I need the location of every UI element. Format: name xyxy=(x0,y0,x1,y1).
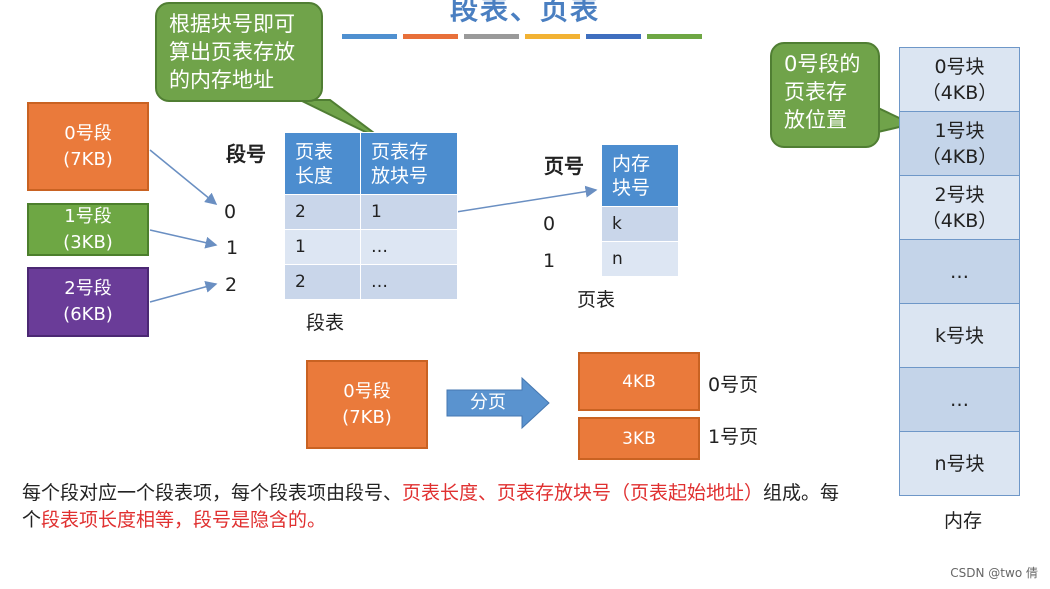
segment-name: 2号段 xyxy=(64,278,112,299)
title-bar xyxy=(403,34,458,39)
seg-table-cell: 1 xyxy=(284,229,361,265)
seg-arrow xyxy=(149,149,218,205)
segment-name: 0号段 xyxy=(343,380,391,402)
page-number-label: 页号 xyxy=(544,154,584,178)
note-part: 组成。每个 xyxy=(22,482,840,531)
paging-arrow xyxy=(446,376,550,430)
page-label: 0号页 xyxy=(708,374,759,396)
segment-size: (6KB) xyxy=(63,304,113,325)
page-0-box: 4KB xyxy=(578,352,700,411)
title-bar xyxy=(586,34,641,39)
seg-table-cell: … xyxy=(360,229,458,265)
note-highlight: 段表项长度相等，段号是隐含的。 xyxy=(41,509,327,531)
memory-caption: 内存 xyxy=(944,510,983,532)
callout-page-table-location: 0号段的 页表存 放位置 xyxy=(770,42,880,148)
memory-block: k号块 xyxy=(900,304,1019,368)
seg-table-cell: … xyxy=(360,264,458,300)
seg-table-header: 页表存 放块号 xyxy=(360,132,458,195)
segment-0-box: 0号段 (7KB) xyxy=(27,102,149,191)
page-table: 内存 块号 k n xyxy=(601,144,679,277)
callout-block-address: 根据块号即可 算出页表存放 的内存地址 xyxy=(155,2,323,102)
seg-table-cell: 1 xyxy=(360,194,458,230)
page-number: 1 xyxy=(543,250,556,272)
segment-table: 页表 长度 页表存 放块号 2 1 1 … 2 … xyxy=(284,132,458,300)
title-color-bars xyxy=(342,34,702,39)
memory-block: n号块 xyxy=(900,432,1019,495)
seg-table-caption: 段表 xyxy=(306,312,345,334)
segment-size: (7KB) xyxy=(63,148,113,170)
segment-size: (3KB) xyxy=(63,231,113,253)
segment-size: (7KB) xyxy=(342,406,392,428)
memory-column: 0号块 （4KB） 1号块 （4KB） 2号块 （4KB） … k号块 … n号… xyxy=(899,47,1020,496)
seg-number: 2 xyxy=(225,274,238,296)
seg-arrow xyxy=(149,229,218,249)
note-text: 每个段对应一个段表项，每个段表项由段号、页表长度、页表存放块号（页表起始地址）组… xyxy=(22,480,842,534)
table-arrow xyxy=(455,185,598,213)
seg-number: 0 xyxy=(224,201,237,223)
paging-arrow-label: 分页 xyxy=(470,392,506,413)
page-1-box: 3KB xyxy=(578,417,700,460)
page-title: 段表、页表 xyxy=(449,0,600,26)
demo-segment-box: 0号段 (7KB) xyxy=(306,360,428,449)
note-part: 每个段对应一个段表项，每个段表项由段号、 xyxy=(22,482,403,504)
segment-1-box: 1号段 (3KB) xyxy=(27,203,149,256)
seg-number-label: 段号 xyxy=(226,142,266,166)
seg-table-header: 页表 长度 xyxy=(284,132,361,195)
memory-block: 2号块 （4KB） xyxy=(900,176,1019,240)
page-label: 1号页 xyxy=(708,426,759,448)
memory-block: 1号块 （4KB） xyxy=(900,112,1019,176)
page-table-caption: 页表 xyxy=(577,289,616,311)
memory-block: 0号块 （4KB） xyxy=(900,48,1019,112)
note-highlight: 页表长度、页表存放块号（页表起始地址） xyxy=(402,482,764,504)
credit-watermark: CSDN @two 倩 xyxy=(950,566,1038,580)
seg-number: 1 xyxy=(226,237,239,259)
title-bar xyxy=(342,34,397,39)
memory-block: … xyxy=(900,240,1019,304)
segment-name: 0号段 xyxy=(64,122,112,144)
page-table-cell: k xyxy=(601,206,679,242)
title-bar xyxy=(525,34,580,39)
seg-table-cell: 2 xyxy=(284,264,361,300)
segment-2-box: 2号段 (6KB) xyxy=(27,267,149,337)
memory-block: … xyxy=(900,368,1019,432)
seg-arrow xyxy=(149,280,218,303)
segment-name: 1号段 xyxy=(64,205,112,227)
page-table-cell: n xyxy=(601,241,679,277)
page-number: 0 xyxy=(543,213,556,235)
seg-table-cell: 2 xyxy=(284,194,361,230)
page-table-header: 内存 块号 xyxy=(601,144,679,207)
title-bar xyxy=(464,34,519,39)
title-bar xyxy=(647,34,702,39)
